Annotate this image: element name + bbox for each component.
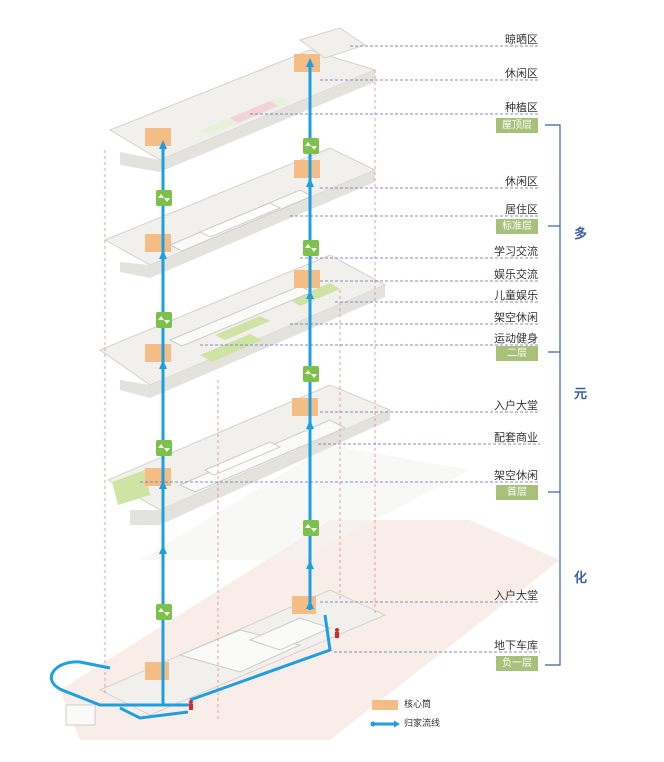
elevator-icon [303,366,319,382]
badge-basement-floor: 负一层 [496,656,538,671]
legend-core-swatch [372,700,398,710]
label-retail: 配套商业 [494,431,538,444]
floor-ground [106,384,392,525]
label-kids: 儿童娱乐 [494,289,538,302]
elevator-icon [156,440,172,456]
core-standard-left [145,234,171,252]
leader-lines [140,45,540,653]
core-second-right [294,270,320,288]
person-icon [335,628,339,638]
route-arrows [159,58,314,609]
label-lobby-basement: 入户大堂 [494,589,538,602]
side-title-char-1: 多 [574,227,588,242]
label-sunning-area: 晾晒区 [505,33,538,46]
side-bracket [545,124,561,666]
elevator-icons [156,138,319,620]
elevator-icon [303,240,319,256]
core-ground-left [145,468,171,486]
elevator-icon [156,604,172,620]
badge-second-floor: 二层 [496,346,538,361]
core-standard-right [294,160,320,178]
core-roof-left [145,128,171,146]
core-second-left [145,344,171,362]
label-leisure-roof: 休闲区 [505,67,538,80]
elevator-icon [303,520,319,536]
label-sport: 运动健身 [494,332,538,345]
label-leisure-standard: 休闲区 [505,175,538,188]
core-ground-right [292,398,318,416]
elevator-icon [303,138,319,154]
core-roof-right [294,54,320,72]
label-stilt-leisure-2f: 架空休闲 [494,311,538,324]
legend-core-label: 核心筒 [404,700,432,710]
legend-route-swatch [370,720,400,728]
route-basement-loop [49,614,332,707]
label-living-area: 居住区 [505,203,538,216]
label-planting-area: 种植区 [505,101,538,114]
core-basement-left [145,662,169,680]
floor-second [98,254,387,398]
person-icon [189,700,193,710]
elevator-icon [156,190,172,206]
legend-route-label: 归家流线 [404,719,441,729]
label-garage: 地下车库 [494,639,538,652]
core-basement-right [292,596,316,614]
badge-ground-floor: 首层 [496,485,538,500]
badge-standard-floor: 标准层 [496,219,538,234]
label-lobby-ground: 入户大堂 [494,399,538,412]
elevator-icon [156,312,172,328]
badge-roof-floor: 屋顶层 [496,118,538,133]
side-title-char-3: 化 [574,571,588,586]
vertical-guides [104,70,376,720]
label-study: 学习交流 [494,245,538,258]
label-entertainment: 娱乐交流 [494,268,538,281]
side-title-char-2: 元 [574,387,588,402]
label-stilt-leisure-1f: 架空休闲 [494,469,538,482]
